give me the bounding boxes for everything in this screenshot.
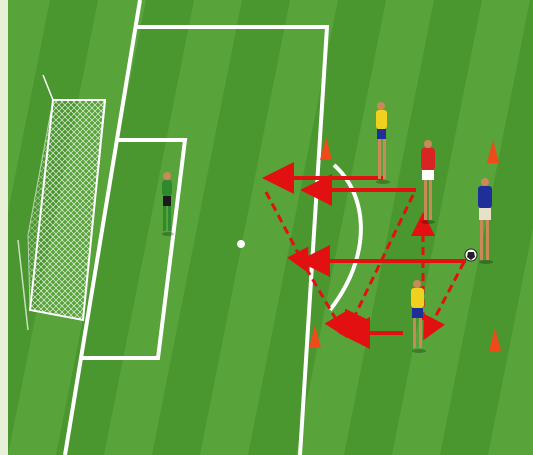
ball — [465, 249, 477, 261]
penalty-spot — [237, 240, 245, 248]
football-pitch — [8, 0, 533, 455]
pitch-canvas — [8, 0, 533, 455]
